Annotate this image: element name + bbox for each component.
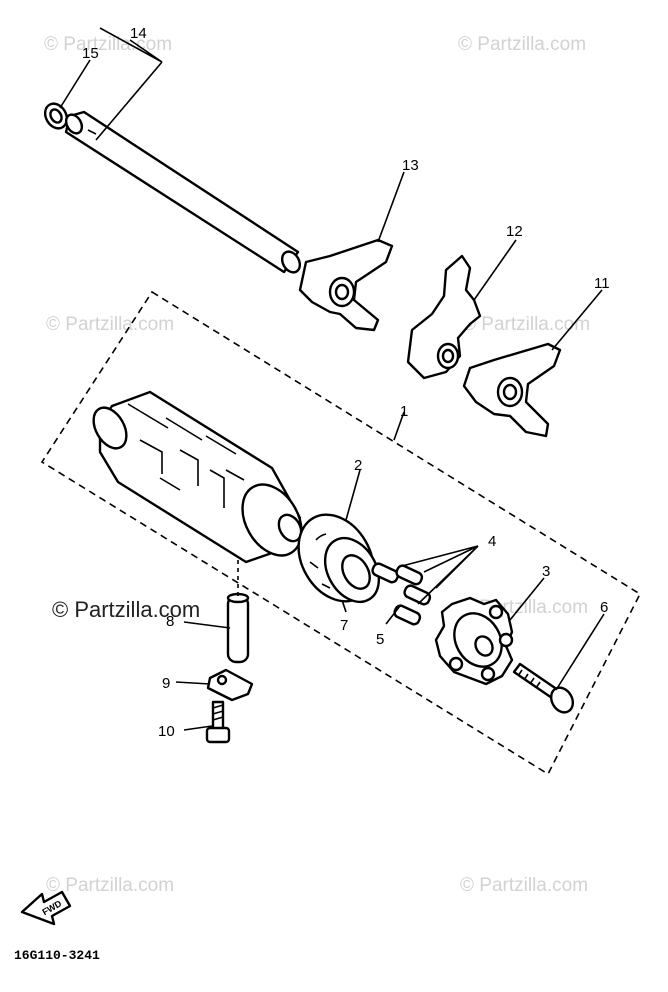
callout-5: 5 [376,631,384,648]
part-3-segment [434,596,514,686]
callout-7: 7 [340,617,348,634]
callout-14: 14 [130,25,147,42]
callout-11: 11 [594,275,610,292]
callout-8: 8 [166,613,174,630]
part-5-pins [371,562,432,626]
callout-9: 9 [162,675,170,692]
diagram-code: 16G110-3241 [14,948,100,963]
part-6-bolt [512,662,575,714]
callout-3: 3 [542,563,550,580]
part-9-plate [206,668,254,702]
callout-13: 13 [402,157,419,174]
callout-12: 12 [506,223,523,240]
part-7-bearing [297,513,381,603]
watermark-bottom-right: © Partzilla.com [460,875,589,896]
callout-6: 6 [600,599,608,616]
part-13-shift-fork [298,238,394,332]
leader-lines [59,27,605,731]
part-15-circlip [43,102,69,130]
part-14-shift-shaft [64,110,302,274]
watermark-center-left: © Partzilla.com [52,597,201,622]
watermark-mid-right: © Partzilla.com [462,314,591,335]
part-1-shift-drum [92,390,303,564]
watermark-top-right: © Partzilla.com [458,34,587,55]
callout-1: 1 [400,403,408,420]
watermark-mid-left: © Partzilla.com [46,314,175,335]
callout-2: 2 [354,457,362,474]
callout-10: 10 [158,723,175,740]
part-10-screw [205,700,231,744]
watermark-bottom-left: © Partzilla.com [46,875,175,896]
callout-15: 15 [82,45,99,62]
part-12-shift-fork [406,254,482,380]
callout-4: 4 [488,533,496,550]
part-11-shift-fork [462,342,562,438]
front-arrow-icon: FWD [20,890,72,926]
part-8-dowel-pin [226,592,250,664]
